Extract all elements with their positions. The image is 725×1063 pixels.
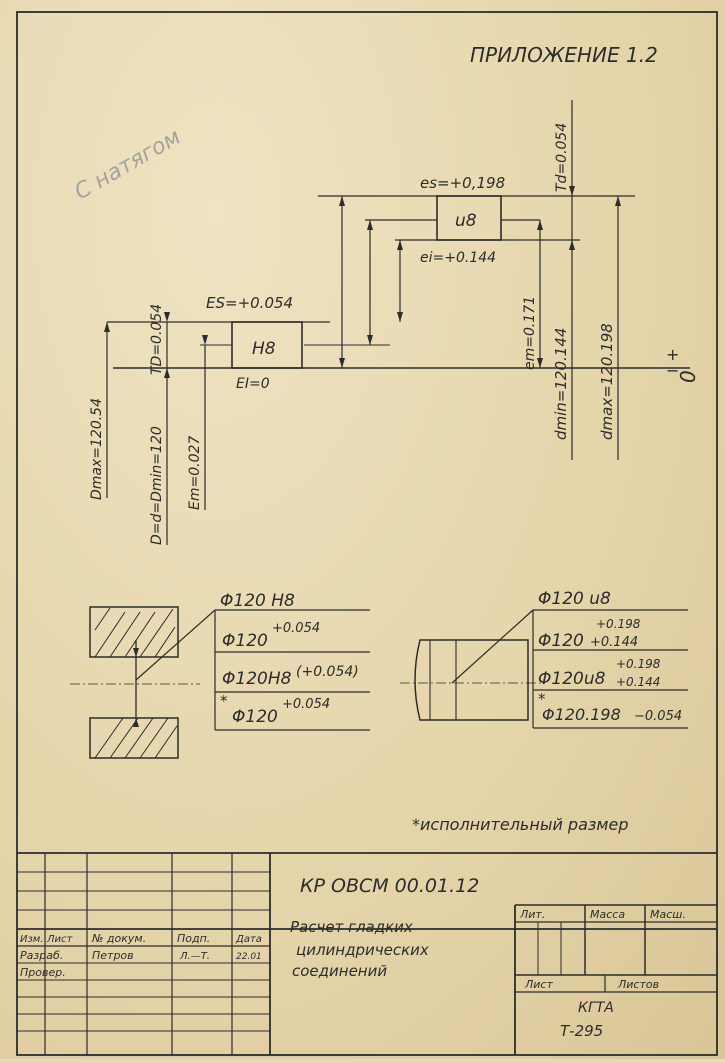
hole-callout-4-star: * xyxy=(220,692,228,710)
shaft-callout-2: Φ120 xyxy=(538,631,584,651)
shaft-callout-3-down: +0.144 xyxy=(616,675,660,689)
tb-col-doc: № докум. xyxy=(91,932,146,945)
tb-row-prover: Провер. xyxy=(20,966,66,979)
hole-hatching xyxy=(94,607,178,759)
hole-callout-2-sup: +0.054 xyxy=(272,621,320,636)
tb-massa: Масса xyxy=(590,908,625,921)
shaft-callout-2-sup: +0.198 xyxy=(596,617,641,631)
zero-digit: 0 xyxy=(676,370,700,383)
ei-label: ei=+0.144 xyxy=(420,250,496,266)
tb-col-izm: Изм. xyxy=(20,934,44,945)
shaft-callout-3: Φ120u8 xyxy=(538,669,606,689)
dimension-arrows xyxy=(104,186,621,378)
Dnom-label: D=d=Dmin=120 xyxy=(149,426,165,545)
tb-razrab-name: Петров xyxy=(92,949,134,962)
shaft-callout-1: Φ120 u8 xyxy=(538,589,611,609)
shaft-callout-4: Φ120.198 xyxy=(542,705,621,724)
tb-razrab-sign: Л.—Т. xyxy=(179,951,210,962)
ES-label: ES=+0.054 xyxy=(206,294,293,312)
dmax-label: dmax=120.198 xyxy=(598,323,616,440)
hole-part-top xyxy=(89,606,179,658)
hole-callout-3: Φ120H8 xyxy=(222,669,292,689)
Dmax-label: Dmax=120.54 xyxy=(89,398,105,500)
hole-callout-3-paren: (+0.054) xyxy=(296,664,359,680)
hole-callout-4: Φ120 xyxy=(232,707,278,727)
shaft-callout-2-sub: +0.144 xyxy=(590,635,638,650)
shaft-callout-group: Φ120 u8 +0.198 Φ120 +0.144 Φ120u8 +0.198… xyxy=(400,589,688,729)
shaft-callout-4-star: * xyxy=(538,690,546,708)
shaft-callout-4-tol: −0.054 xyxy=(634,709,682,724)
es-label: es=+0,198 xyxy=(420,174,505,192)
tb-title-line2: цилиндрических xyxy=(296,941,429,959)
hole-part-bottom xyxy=(89,717,179,759)
tolerance-scheme: + − 0 H8 ES=+0.054 EI=0 Dmax=120.54 D=d=… xyxy=(89,100,700,545)
shaft-field-label: u8 xyxy=(455,211,477,231)
tb-masht: Масш. xyxy=(650,908,686,921)
tb-designation: КР ОВСМ 00.01.12 xyxy=(300,875,479,897)
footnote: *исполнительный размер xyxy=(412,815,628,834)
hole-callout-4-sup: +0.054 xyxy=(282,697,330,712)
tb-col-date: Дата xyxy=(235,934,262,945)
tb-row-razrab: Разраб. xyxy=(20,949,63,962)
tb-group: Т-295 xyxy=(560,1022,603,1040)
shaft-callout-3-up: +0.198 xyxy=(616,657,661,671)
zero-plus: + xyxy=(666,345,679,364)
tb-title-line3: соединений xyxy=(292,962,387,980)
tb-sheet: Лист xyxy=(524,978,553,991)
zero-minus: − xyxy=(666,361,679,380)
tb-lit: Лит. xyxy=(519,908,545,921)
tb-sheets: Листов xyxy=(617,978,659,991)
hole-callout-2: Φ120 xyxy=(222,631,268,651)
shaft-part-outline xyxy=(414,639,529,721)
tb-razrab-date: 22.01 xyxy=(236,952,262,962)
tb-col-list: Лист xyxy=(46,934,74,945)
hole-field-label: H8 xyxy=(252,339,276,359)
hole-callout-group: Φ120 H8 Φ120 +0.054 Φ120H8 (+0.054) * Φ1… xyxy=(70,591,370,759)
EI-label: EI=0 xyxy=(236,376,270,392)
Td-label: Td=0.054 xyxy=(554,123,570,192)
Em-label: Em=0.027 xyxy=(187,436,203,510)
tb-col-sign: Подп. xyxy=(177,932,210,945)
hole-leader-line xyxy=(135,609,216,681)
TD-label: TD=0.054 xyxy=(149,304,165,375)
appendix-label: ПРИЛОЖЕНИЕ 1.2 xyxy=(470,43,658,67)
tb-org: КГТА xyxy=(578,1000,614,1016)
dmin-label: dmin=120.144 xyxy=(552,328,570,440)
shaft-leader-line xyxy=(451,609,534,684)
pencil-note: С натягом xyxy=(71,125,186,206)
title-block: Изм. Лист № докум. Подп. Дата Разраб. Пе… xyxy=(17,852,717,1055)
em-label: em=0.171 xyxy=(522,296,538,370)
hole-callout-1: Φ120 H8 xyxy=(220,591,295,611)
tb-title-line1: Расчет гладких xyxy=(290,918,413,936)
